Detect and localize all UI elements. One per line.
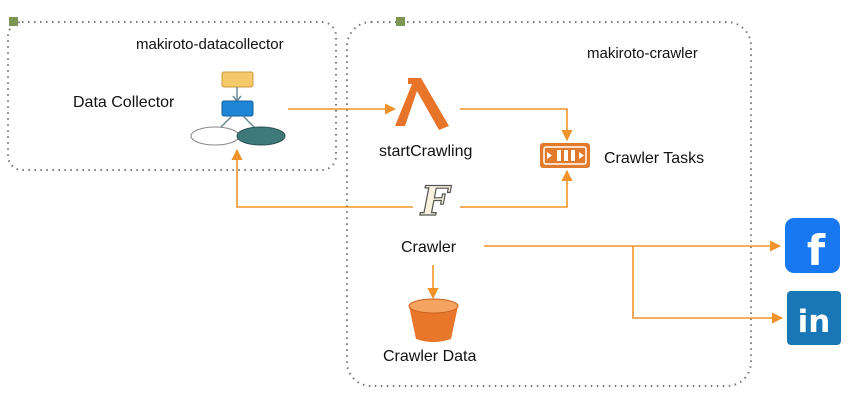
- data-collector-icon: [190, 71, 286, 146]
- svg-text:F: F: [420, 178, 452, 225]
- data-collector-label: Data Collector: [73, 94, 175, 111]
- group-datacollector-title: makiroto-datacollector: [136, 36, 284, 53]
- group-datacollector-box: [7, 21, 337, 171]
- bucket-icon: [408, 298, 459, 342]
- arrow-crawler-to-tasks: [460, 169, 573, 208]
- crawler-data-label: Crawler Data: [383, 348, 477, 365]
- group-crawler-badge: [396, 17, 405, 26]
- arrow-crawler-to-linkedin: [632, 246, 784, 324]
- group-datacollector-badge: [9, 17, 18, 26]
- group-crawler-title: makiroto-crawler: [587, 45, 698, 62]
- start-crawling-label: startCrawling: [379, 143, 473, 160]
- lambda-icon: [395, 78, 449, 130]
- crawler-label: Crawler: [401, 239, 457, 256]
- queue-icon: [540, 143, 590, 168]
- arrow-crawler-to-collector: [231, 148, 413, 208]
- group-crawler-box: [346, 21, 752, 387]
- facebook-icon: f: [785, 218, 840, 275]
- arrow-startcrawling-to-tasks: [460, 108, 573, 142]
- linkedin-icon: in: [787, 291, 841, 345]
- svg-text:in: in: [798, 304, 831, 340]
- svg-text:f: f: [807, 226, 826, 275]
- fargate-icon: F: [419, 177, 452, 225]
- crawler-tasks-label: Crawler Tasks: [604, 150, 705, 167]
